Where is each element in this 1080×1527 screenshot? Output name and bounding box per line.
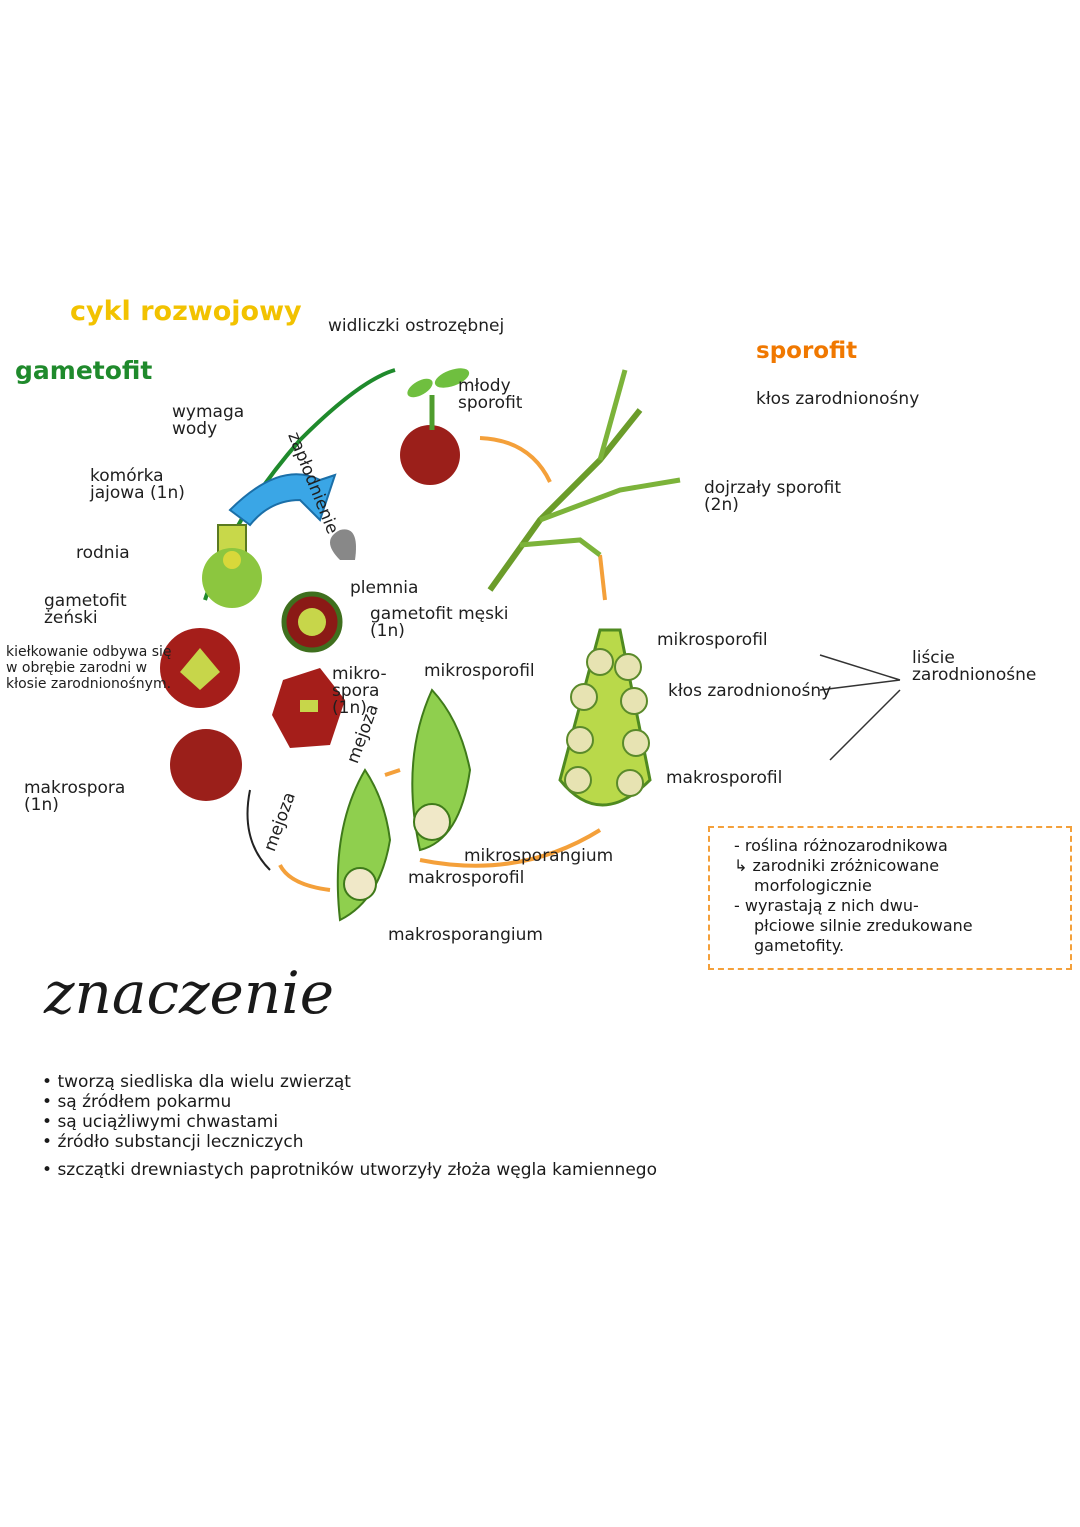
egg-cell	[223, 551, 241, 569]
label-microsporophyll: mikrosporofil	[657, 630, 768, 650]
label-macrosporangium: makrosporangium	[388, 925, 543, 945]
label-sporophylls: liście zarodnionośne	[912, 648, 1037, 685]
label-young-sporophyte: młody sporofit	[458, 376, 523, 413]
adult-sporophyte-branch-2	[597, 369, 628, 461]
sperm-icon	[330, 529, 356, 560]
note-line-6: gametofity.	[754, 936, 845, 955]
cycle-arrow-orange-right	[598, 554, 607, 601]
label-antheridium: plemnia	[350, 578, 419, 598]
gametophyte-heading: gametofit	[15, 356, 153, 385]
significance-item: • szczątki drewniastych paprotników utwo…	[42, 1160, 657, 1180]
significance-item: • tworzą siedliska dla wielu zwierząt	[42, 1072, 351, 1092]
note-line-5: płciowe silnie zredukowane	[754, 916, 973, 935]
label-water-need: wymaga wody	[172, 402, 245, 439]
significance-item: • źródło substancji leczniczych	[42, 1132, 304, 1152]
label-strobilus: kłos zarodnionośny	[668, 681, 832, 701]
note-line-3: morfologicznie	[754, 876, 872, 895]
sporangium-4	[620, 687, 648, 715]
cycle-arrow-green-2	[298, 368, 396, 442]
sporangium-6	[622, 729, 650, 757]
cycle-subtitle: widliczki ostrozębnej	[328, 316, 505, 336]
archegonium-base	[202, 548, 262, 608]
water-arrow-icon	[228, 473, 337, 527]
young-sporophyte-spore	[400, 425, 460, 485]
label-archegonium: rodnia	[76, 543, 130, 563]
label-female-gametophyte: gametofit żeński	[44, 591, 127, 628]
cycle-arrow-orange-mid	[384, 768, 401, 777]
label-development-note: kiełkowanie odbywa się w obrębie zarodni…	[6, 644, 172, 692]
note-line-4: - wyrastają z nich dwu-	[734, 896, 919, 915]
cycle-title: cykl rozwojowy	[70, 296, 302, 327]
significance-item-text: szczątki drewniastych paprotników utworz…	[57, 1160, 657, 1180]
label-strobilus-top: kłos zarodnionośny	[756, 389, 920, 409]
macrospore-icon	[170, 729, 242, 801]
female-gametophyte-inner	[180, 648, 220, 690]
sporangium-5	[566, 726, 594, 754]
cycle-arrow-orange-bottom	[419, 828, 602, 868]
sporangium-2	[614, 653, 642, 681]
cycle-arrow-orange-top	[479, 436, 552, 483]
sporangium-8	[616, 769, 644, 797]
microspore-inner	[300, 700, 318, 712]
label-microsporophyll-small: mikrosporofil	[424, 661, 535, 681]
adult-sporophyte-stem	[487, 408, 643, 592]
cycle-arrow-orange-left	[278, 863, 331, 892]
antheridium-icon	[298, 608, 326, 636]
label-adult-sporophyte: dojrzały sporofit (2n)	[704, 478, 841, 515]
macrosporangium-icon	[343, 867, 377, 901]
significance-item-text: źródło substancji leczniczych	[57, 1132, 304, 1152]
significance-item: • są uciążliwymi chwastami	[42, 1112, 279, 1132]
leader-sporophylls	[819, 654, 901, 761]
young-sporophyte-leaf-right	[434, 368, 470, 388]
adult-sporophyte-branch-1	[539, 477, 681, 523]
label-macrospore: makrospora (1n)	[24, 778, 126, 815]
label-egg-cell: komórka jajowa (1n)	[90, 466, 185, 503]
adult-sporophyte-branch-3	[519, 537, 602, 557]
side-note: - roślina różnozarodnikowa ↳ zarodniki z…	[708, 826, 1072, 970]
significance-item-text: są uciążliwymi chwastami	[57, 1112, 279, 1132]
significance-item: • są źródłem pokarmu	[42, 1092, 232, 1112]
sporangium-3	[570, 683, 598, 711]
significance-item-text: są źródłem pokarmu	[57, 1092, 232, 1112]
label-microspore: mikro-spora (1n)	[332, 664, 387, 718]
young-sporophyte-leaf-left	[407, 378, 433, 398]
note-line-2: ↳ zarodniki zróżnicowane	[734, 856, 940, 875]
label-macrosporophyll: makrosporofil	[666, 768, 783, 788]
microsporangium-icon	[413, 803, 451, 841]
significance-heading: znaczenie	[44, 959, 335, 1027]
note-line-1: - roślina różnozarodnikowa	[734, 836, 948, 855]
label-macrosporophyll-leaf: makrosporofil	[408, 868, 525, 888]
significance-item-text: tworzą siedliska dla wielu zwierząt	[57, 1072, 351, 1092]
sporangium-1	[586, 648, 614, 676]
label-male-gametophyte: gametofit męski (1n)	[370, 604, 509, 641]
label-microsporangium: mikrosporangium	[464, 846, 614, 866]
sporophyte-heading: sporofit	[756, 338, 858, 364]
cycle-arrow-black	[246, 789, 271, 871]
sporangium-7	[564, 766, 592, 794]
